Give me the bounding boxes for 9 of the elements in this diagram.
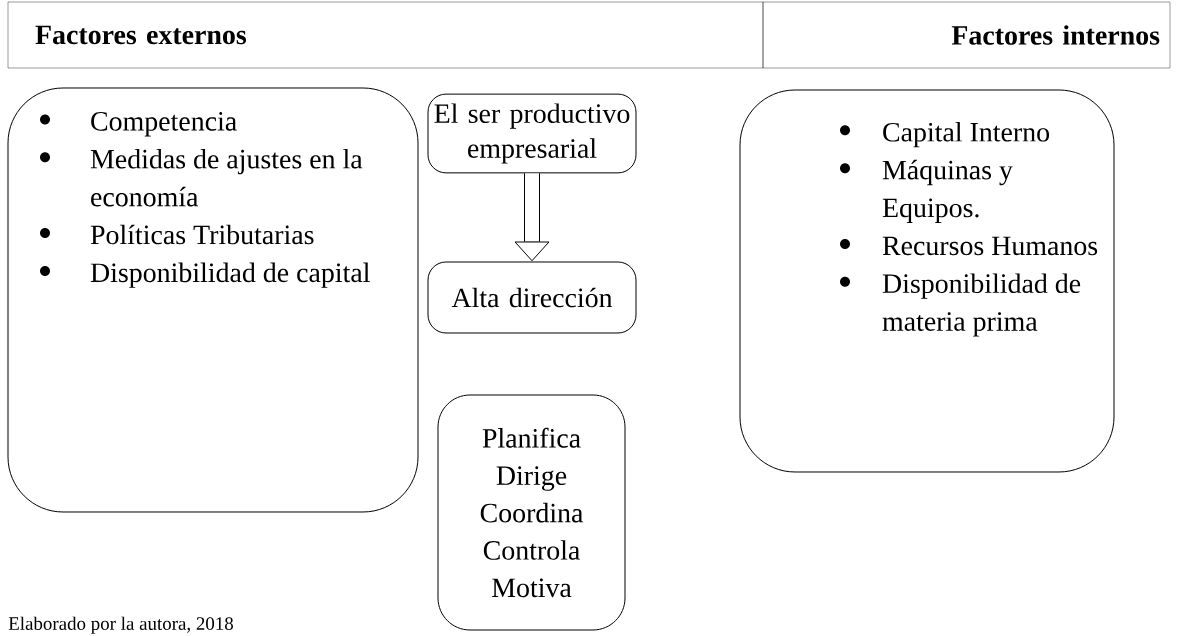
note-text: Elaborado por la autora, 2018: [8, 616, 233, 634]
header-cell: Factores externos: [7, 1, 764, 69]
rounded-box: Capital Interno Máquinas y Equipos. Recursos Humanos Disponibilidad de materia prima: [739, 89, 1115, 473]
rounded-box: Competencia Medidas de ajustes en la economía Políticas Tributarias Disponibilidad de capital: [7, 87, 419, 513]
rounded-box: Planifica Dirige Coordina Controla Motiva: [437, 394, 626, 631]
rounded-box: El ser productivo empresarial: [427, 93, 637, 174]
rounded-box: Alta dirección: [427, 261, 637, 334]
header-cell: Factores internos: [762, 1, 1171, 69]
block-arrow: [514, 173, 550, 262]
